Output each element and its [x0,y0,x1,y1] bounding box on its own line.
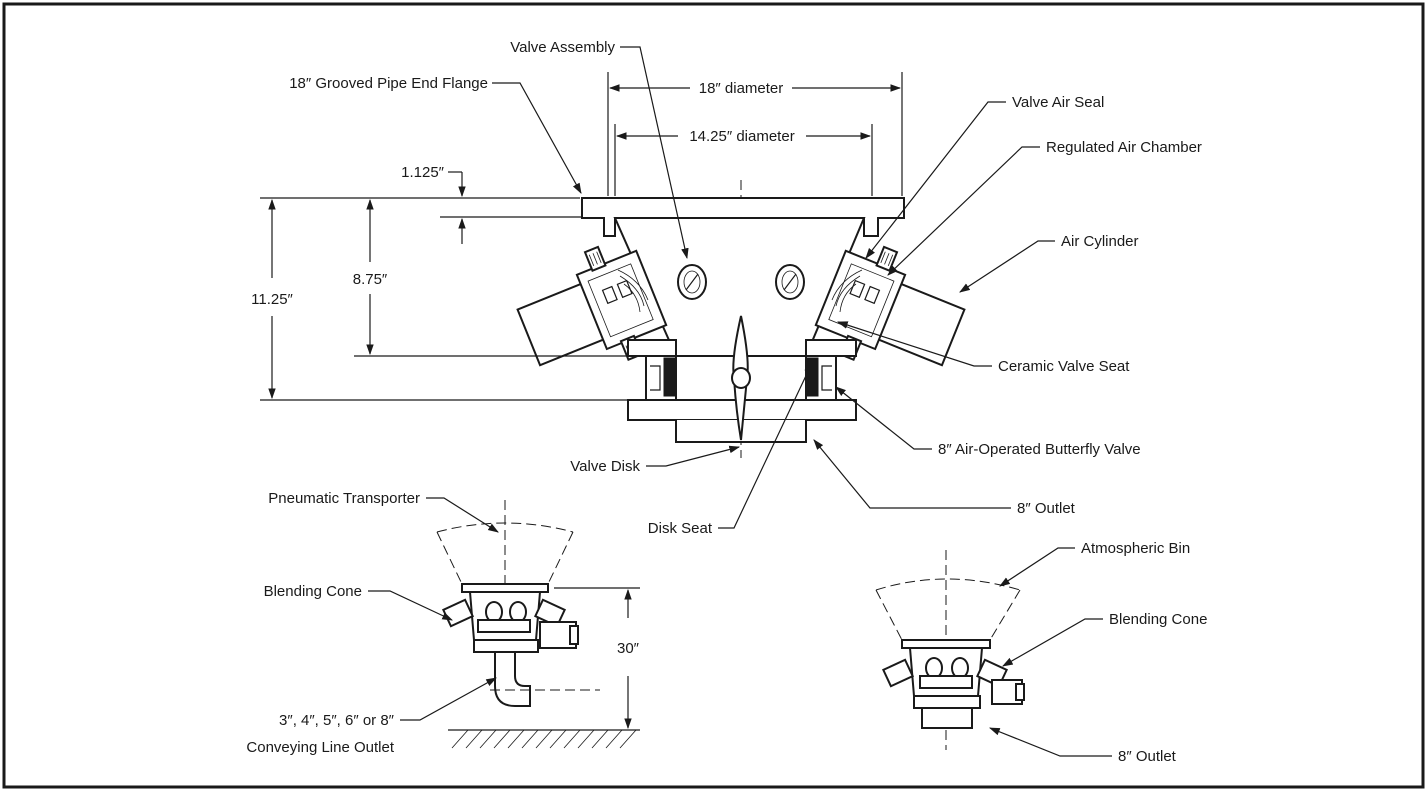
label-atmospheric-bin: Atmospheric Bin [1081,540,1190,557]
label-butterfly-valve: 8″ Air-Operated Butterfly Valve [938,441,1141,458]
label-outlet-top: 8″ Outlet [1017,500,1076,517]
dimension-1425 [614,124,873,196]
label-regulated-air-chamber: Regulated Air Chamber [1046,139,1202,156]
label-conveying-line-outlet: Conveying Line Outlet [246,739,394,756]
label-valve-air-seal: Valve Air Seal [1012,94,1104,111]
main-valve-assembly [516,180,966,458]
label-ceramic-valve-seat: Ceramic Valve Seat [998,358,1130,375]
label-1425-diameter: 14.25″ diameter [689,128,794,145]
label-pneumatic-transporter: Pneumatic Transporter [268,490,420,507]
label-blending-cone-left: Blending Cone [264,583,362,600]
label-dim-1125: 1.125″ [401,164,445,181]
label-dim-30: 30″ [617,640,640,657]
label-disk-seat: Disk Seat [648,520,713,537]
atmospheric-assembly [875,547,1112,757]
label-conveying-line-sizes: 3″, 4″, 5″, 6″ or 8″ [279,712,395,729]
label-valve-assembly: Valve Assembly [510,39,615,56]
dimension-vertical [260,171,628,401]
label-dim-875: 8.75″ [353,271,388,288]
label-blending-cone-right: Blending Cone [1109,611,1207,628]
label-dim-1125-total: 11.25″ [251,291,293,308]
label-grooved-flange: 18″ Grooved Pipe End Flange [289,75,488,92]
pneumatic-assembly [368,497,640,749]
leaders-main [492,46,1055,529]
label-outlet-bottom: 8″ Outlet [1118,748,1177,765]
dimension-18 [607,72,903,196]
label-valve-disk: Valve Disk [570,458,640,475]
label-air-cylinder: Air Cylinder [1061,233,1139,250]
label-18-diameter: 18″ diameter [699,80,784,97]
